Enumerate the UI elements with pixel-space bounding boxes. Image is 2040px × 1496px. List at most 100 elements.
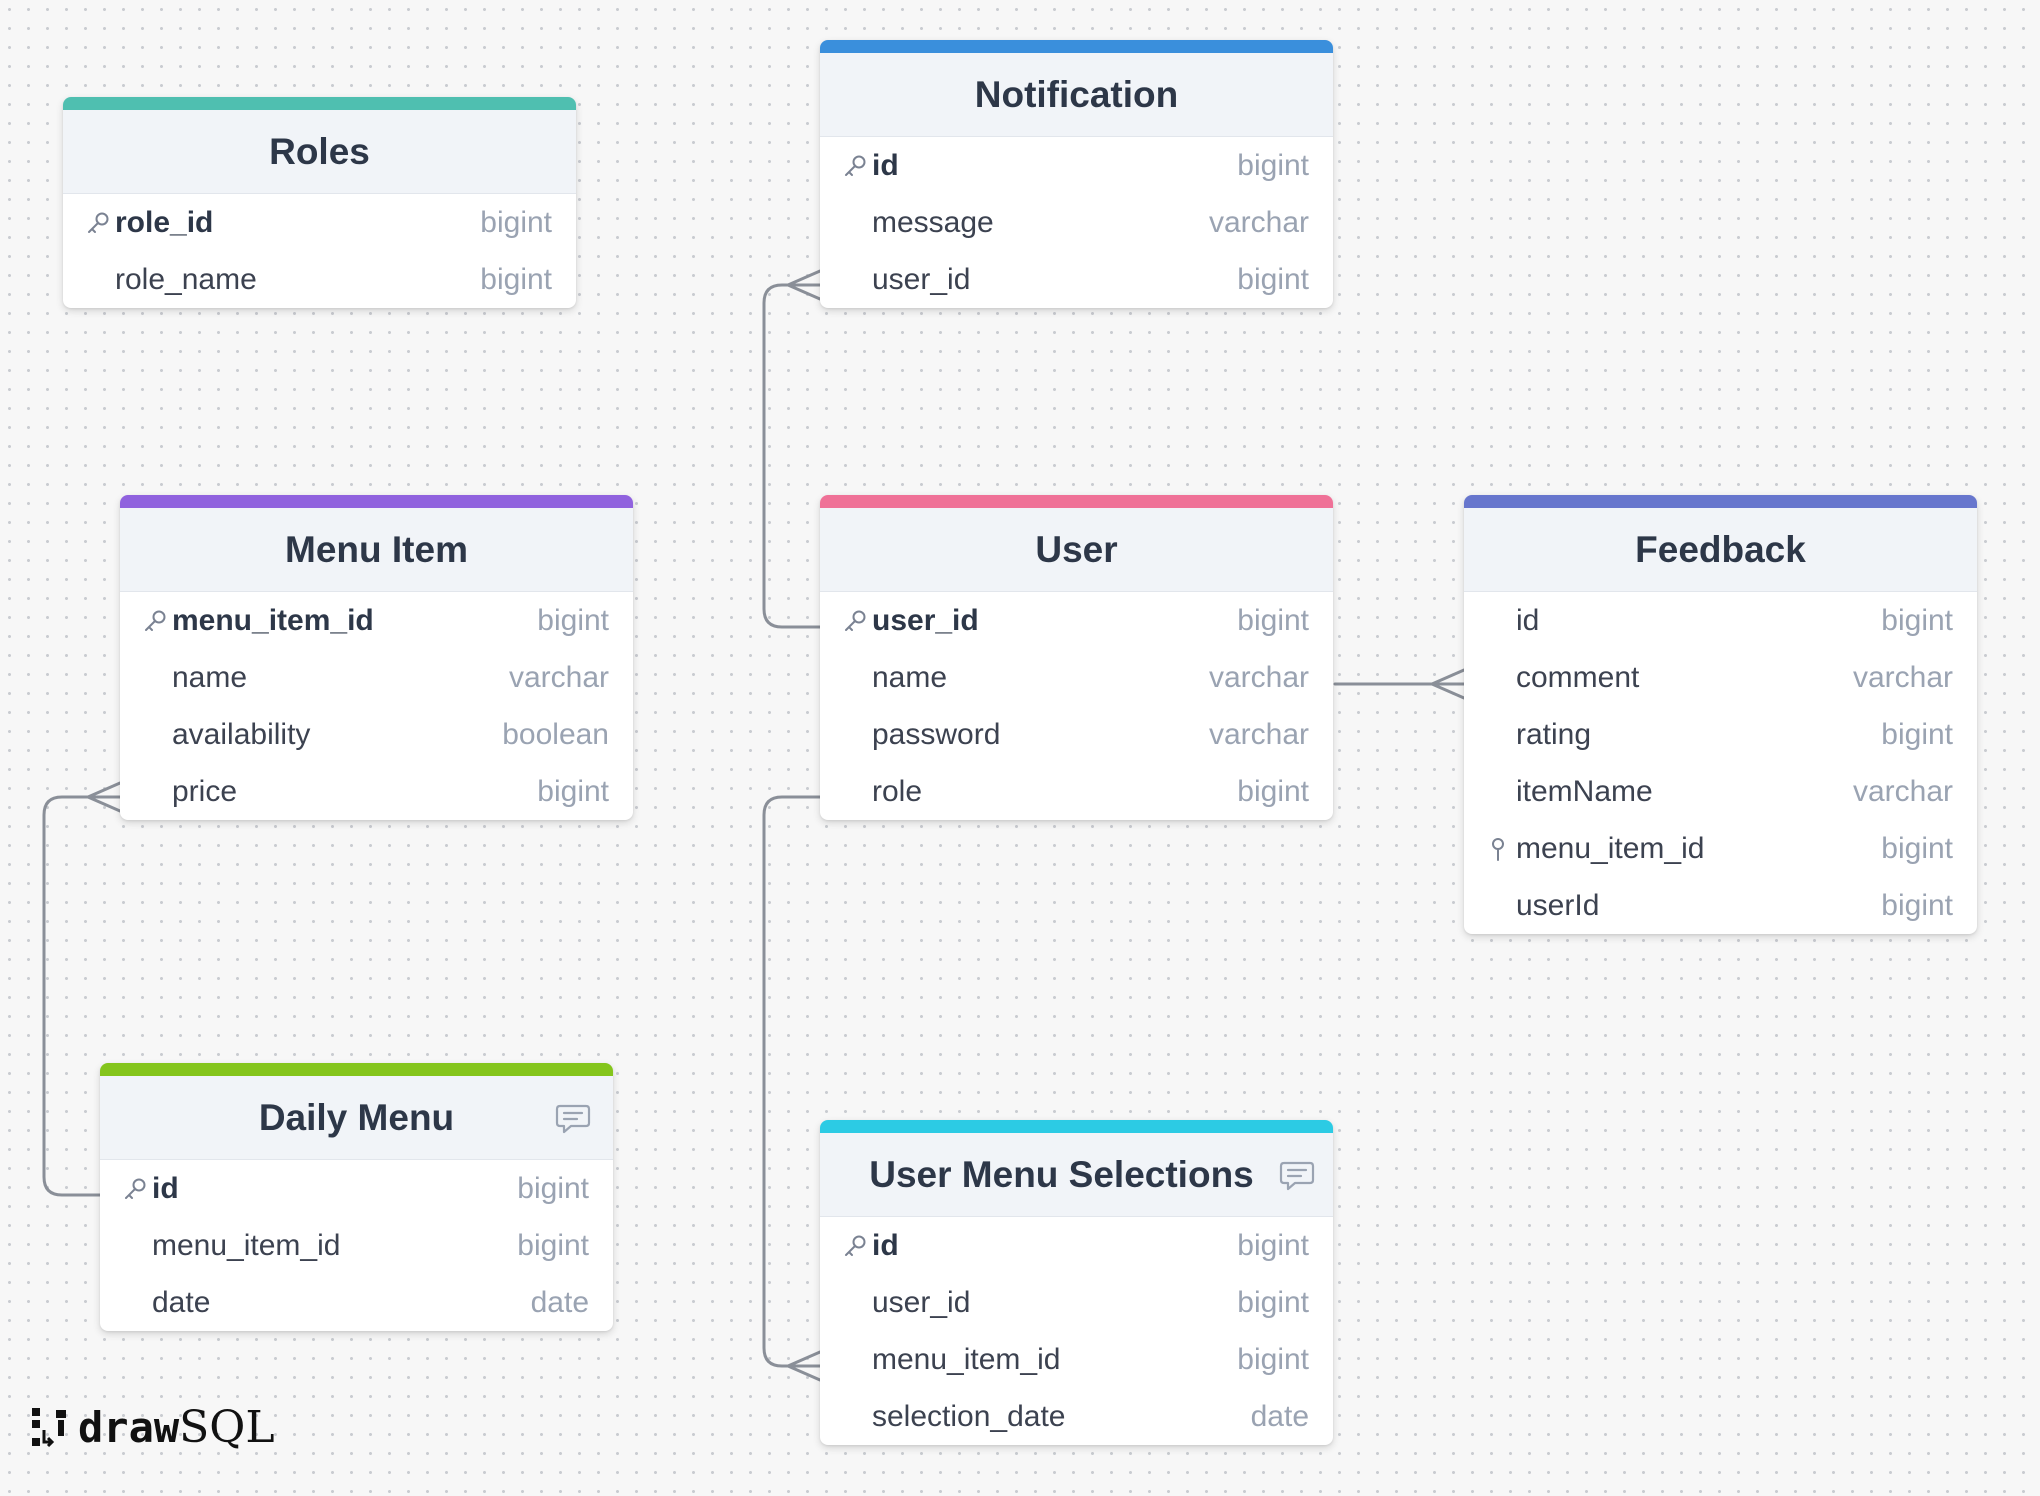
table-header[interactable]: Menu Item [120, 508, 633, 592]
column-row[interactable]: user_id bigint [820, 592, 1333, 649]
column-type: bigint [1881, 717, 1953, 751]
column-type: bigint [480, 205, 552, 239]
pin-icon [1492, 837, 1504, 861]
column-name: rating [1516, 717, 1592, 751]
key-icon [845, 155, 866, 176]
column-row[interactable]: userId bigint [1464, 877, 1977, 934]
column-name: user_id [872, 1285, 971, 1319]
column-type: varchar [1208, 205, 1309, 239]
key-icon [125, 1178, 146, 1199]
column-type: bigint [1237, 603, 1309, 637]
table-color-bar [820, 40, 1333, 53]
column-row[interactable]: message varchar [820, 194, 1333, 251]
table-header[interactable]: Daily Menu [100, 1076, 613, 1160]
crowfoot-menuitem-price [86, 781, 122, 813]
comment-icon[interactable] [555, 1103, 591, 1135]
column-name: menu_item_id [872, 1342, 1061, 1376]
table-title: Notification [974, 73, 1179, 115]
column-type: bigint [1237, 1228, 1309, 1262]
column-type: varchar [508, 660, 609, 694]
key-slot [842, 153, 872, 179]
column-name: role [872, 774, 923, 808]
column-type: varchar [1208, 717, 1309, 751]
table-header[interactable]: Feedback [1464, 508, 1977, 592]
column-name: role_id [115, 205, 214, 239]
key-slot [1486, 836, 1516, 862]
column-type: varchar [1852, 774, 1953, 808]
column-type: bigint [1237, 1342, 1309, 1376]
column-name: message [872, 205, 994, 239]
table-title: Roles [269, 130, 370, 172]
table-color-bar [820, 495, 1333, 508]
column-name: selection_date [872, 1399, 1066, 1433]
table-title: User [1035, 528, 1118, 570]
column-type: varchar [1852, 660, 1953, 694]
connector-user-selections [762, 795, 822, 1368]
column-type: bigint [1881, 888, 1953, 922]
key-slot [122, 1176, 152, 1202]
column-row[interactable]: rating bigint [1464, 706, 1977, 763]
table-color-bar [1464, 495, 1977, 508]
drawsql-logo-icon [32, 1407, 66, 1447]
column-type: bigint [537, 603, 609, 637]
key-slot [842, 608, 872, 634]
column-name: price [172, 774, 238, 808]
comment-icon[interactable] [1279, 1160, 1315, 1192]
column-row[interactable]: role_id bigint [63, 194, 576, 251]
column-row[interactable]: menu_item_id bigint [120, 592, 633, 649]
column-name: id [1516, 603, 1540, 637]
column-type: boolean [502, 717, 609, 751]
drawsql-logo: draw SQL [30, 1402, 275, 1453]
crowfoot-feedback-comment [1430, 668, 1466, 700]
crowfoot-notification-user-id [786, 269, 822, 301]
table-header[interactable]: Roles [63, 110, 576, 194]
column-name: id [872, 1228, 899, 1262]
table-color-bar [120, 495, 633, 508]
table-title: Daily Menu [258, 1096, 455, 1138]
key-icon [145, 610, 166, 631]
column-name: userId [1516, 888, 1600, 922]
column-name: menu_item_id [172, 603, 374, 637]
column-name: id [872, 148, 899, 182]
table-header[interactable]: Notification [820, 53, 1333, 137]
column-name: id [152, 1171, 179, 1205]
column-row[interactable]: id bigint [820, 1217, 1333, 1274]
column-name: menu_item_id [152, 1228, 341, 1262]
column-name: user_id [872, 603, 979, 637]
column-name: date [152, 1285, 211, 1319]
table-title: User Menu Selections [869, 1153, 1254, 1195]
table-header[interactable]: User [820, 508, 1333, 592]
table-header[interactable]: User Menu Selections [820, 1133, 1333, 1217]
column-row[interactable]: menu_item_id bigint [820, 1331, 1333, 1388]
